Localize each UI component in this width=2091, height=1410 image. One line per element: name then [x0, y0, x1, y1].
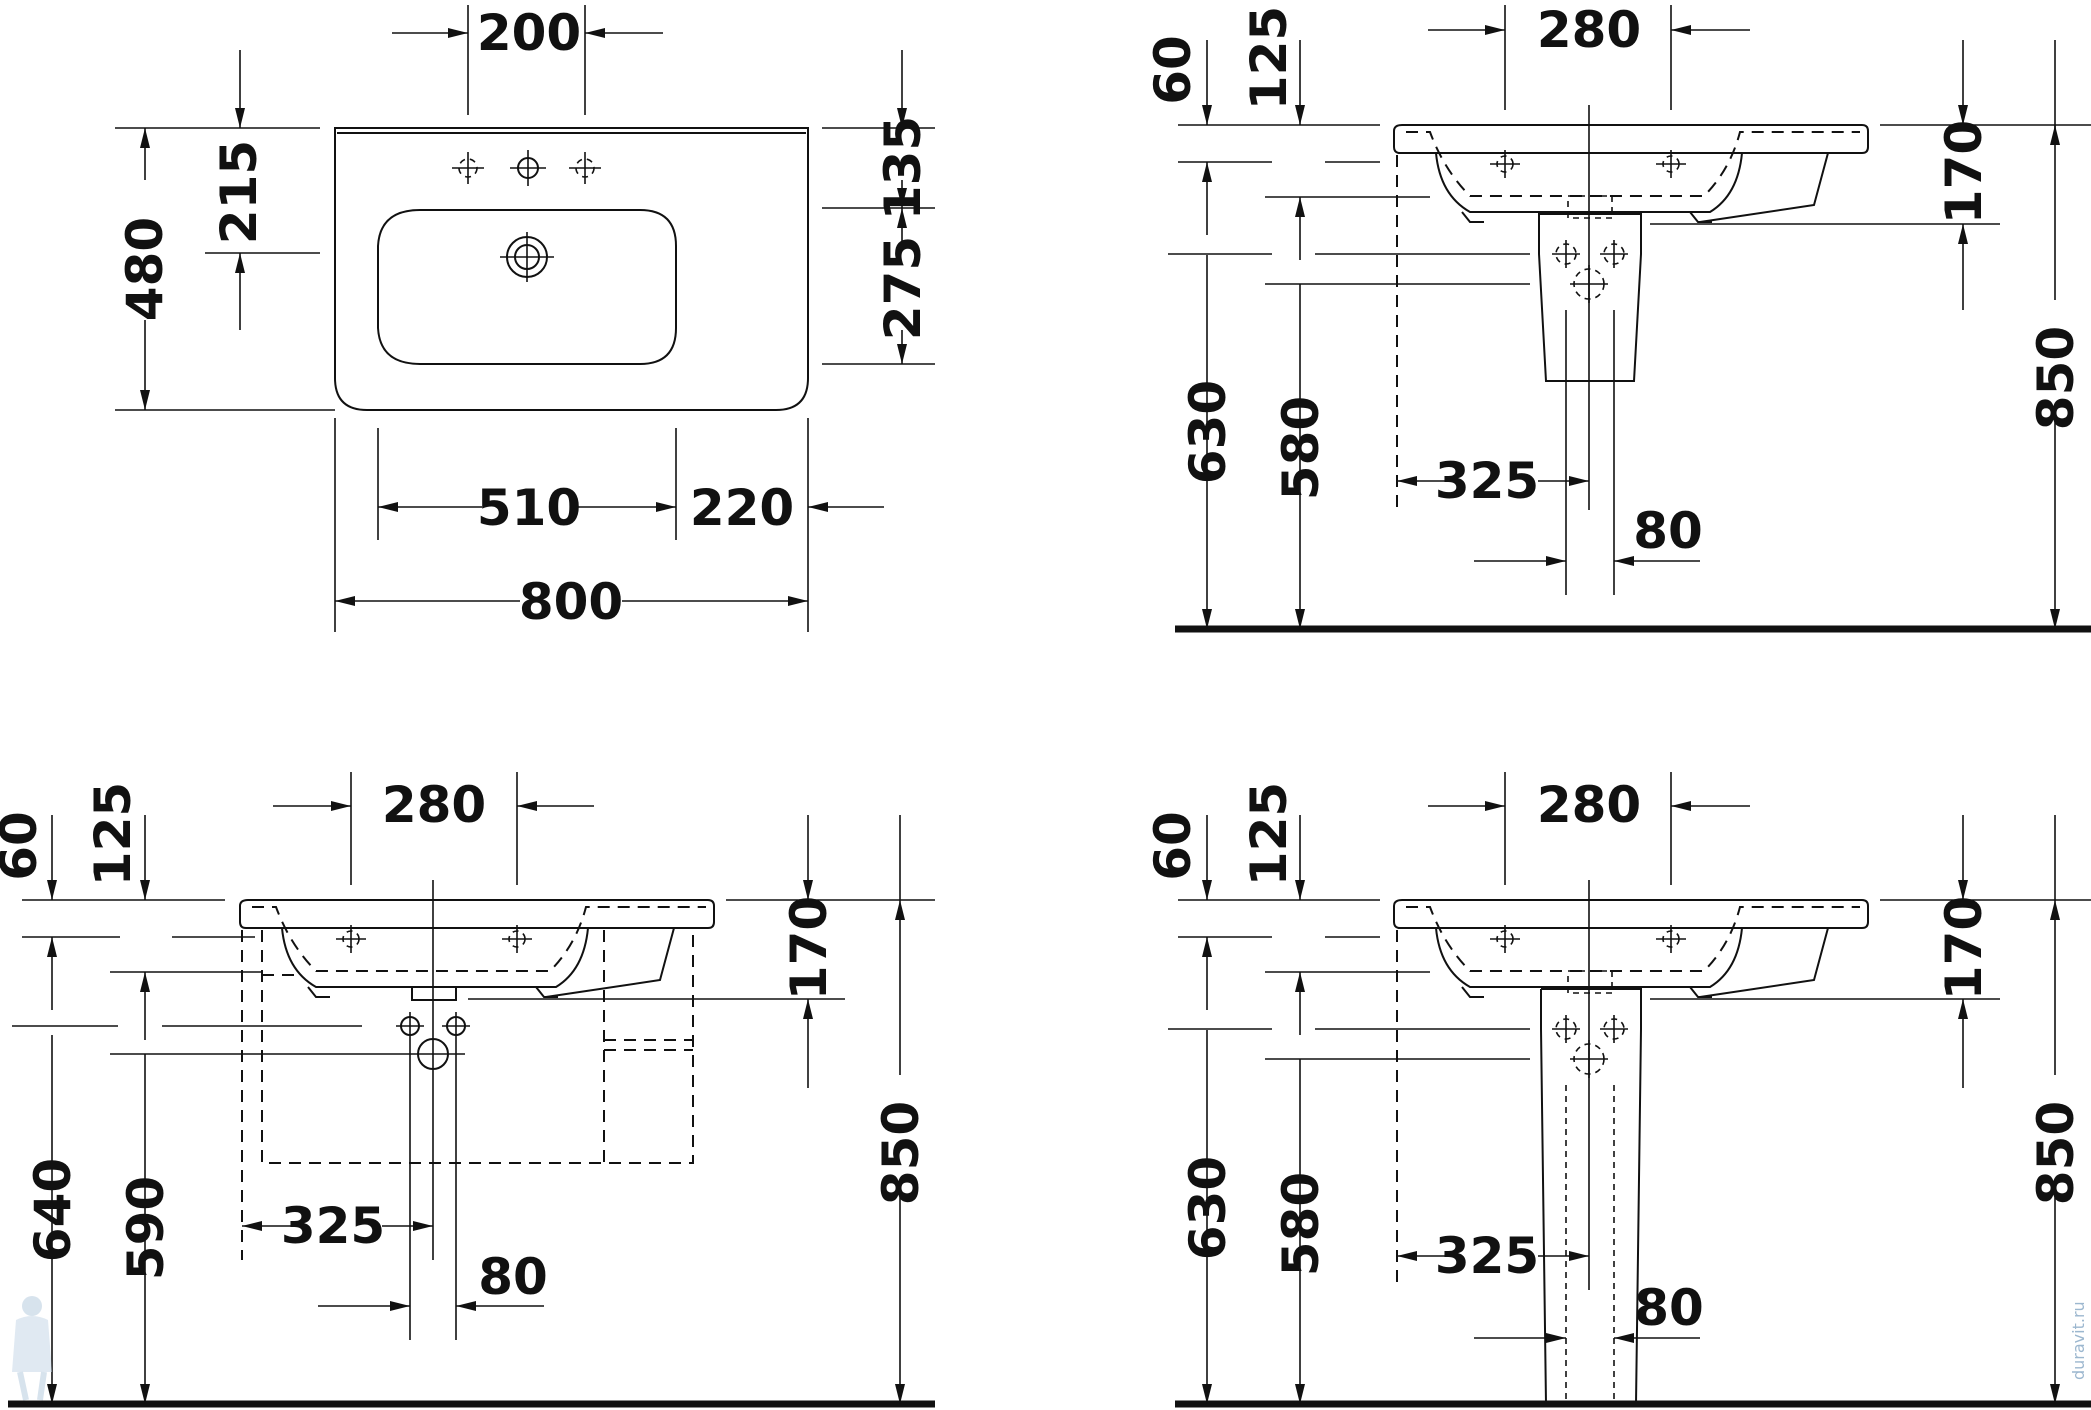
tap-hole-right: [569, 152, 601, 184]
side-elevation-furniture: 280 60 125 170 850 640 590 325 80: [0, 772, 935, 1408]
tap-hole-left: [1490, 150, 1520, 178]
top-view: 200 480 215 135 275 510 220 800: [115, 4, 935, 632]
dim-bowl-depth: 275: [874, 236, 932, 340]
drain-outlet: [500, 232, 554, 282]
side-elevation-column: 280 60 125 170 850 630 580 325 80: [1144, 772, 2091, 1408]
dim-waste-offset: 325: [1435, 1227, 1539, 1285]
dim-waste-width: 80: [1633, 502, 1703, 560]
full-pedestal: [1396, 880, 1642, 1405]
dim-tap-spacing: 280: [1537, 776, 1641, 834]
dim-apron-height: 170: [1935, 120, 1993, 224]
dim-rim-thickness: 60: [0, 811, 48, 881]
dim-basin-depth: 125: [1240, 782, 1298, 886]
tap-hole-left: [1490, 925, 1520, 953]
tap-hole-centre: [510, 150, 546, 186]
waste-connections: [241, 880, 470, 1340]
dim-shelf-width: 220: [690, 479, 794, 537]
dim-rim-front: 135: [874, 116, 932, 220]
dim-waste-width: 80: [1634, 1279, 1704, 1337]
vanity-unit: [261, 930, 694, 1164]
basin-plan-outline: [334, 127, 809, 411]
basin-side-profile: [1393, 899, 1869, 998]
dim-supply-height: 580: [1272, 1172, 1330, 1276]
dim-width-overall: 800: [519, 573, 623, 631]
tap-hole-right: [502, 925, 532, 953]
basin-side-profile: [1393, 124, 1869, 223]
plumber-mascot-icon: [12, 1296, 52, 1401]
dim-apron-height: 170: [780, 896, 838, 1000]
tap-hole-left: [336, 925, 366, 953]
dim-basin-depth: 125: [1240, 6, 1298, 110]
dim-rim-thickness: 60: [1144, 811, 1202, 881]
dim-height-overall: 850: [2027, 326, 2085, 430]
dim-basin-depth: 125: [84, 782, 142, 886]
dim-supply-height: 580: [1272, 396, 1330, 500]
dim-bowl-width: 510: [477, 479, 581, 537]
dim-waste-height: 630: [1179, 1156, 1237, 1260]
dim-waste-offset: 325: [281, 1197, 385, 1255]
basin-side-profile: [239, 899, 715, 1001]
dim-waste-width: 80: [478, 1248, 548, 1306]
tap-hole-right: [1656, 150, 1686, 178]
dim-tap-spacing: 280: [382, 776, 486, 834]
dim-height-overall: 850: [872, 1101, 930, 1205]
dim-height-overall: 850: [2027, 1101, 2085, 1205]
dim-tap-setback: 215: [210, 140, 268, 244]
dim-tap-spacing: 200: [477, 4, 581, 62]
semi-pedestal: [1396, 105, 1642, 595]
dim-tap-spacing: 280: [1537, 1, 1641, 59]
dim-rim-thickness: 60: [1144, 35, 1202, 105]
watermark-text: duravit.ru: [2069, 1301, 2088, 1380]
tap-hole-left: [452, 152, 484, 184]
tap-hole-right: [1656, 925, 1686, 953]
dim-apron-height: 170: [1935, 896, 1993, 1000]
dim-waste-height: 630: [1179, 380, 1237, 484]
side-elevation-pedestal: 280 60 125 170 850 630 580 325 80: [1144, 1, 2091, 633]
dim-waste-height: 640: [24, 1158, 82, 1262]
dim-depth-overall: 480: [116, 217, 174, 321]
dim-waste-offset: 325: [1435, 452, 1539, 510]
dim-supply-height: 590: [117, 1176, 175, 1280]
